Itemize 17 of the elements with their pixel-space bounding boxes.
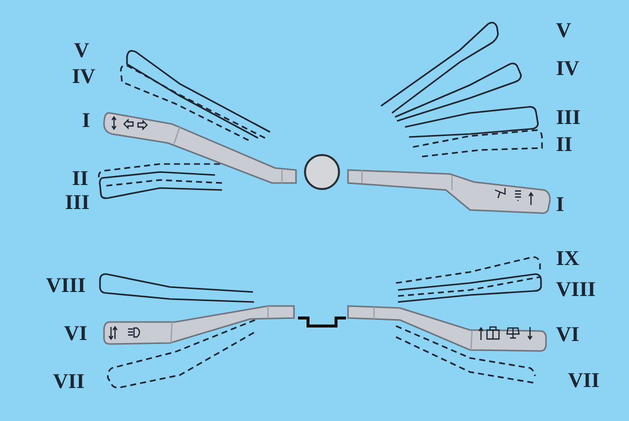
position-numeral: IV — [72, 66, 96, 87]
position-numeral: I — [82, 110, 90, 131]
position-numeral: I — [556, 194, 564, 215]
position-numeral: VIII — [556, 279, 596, 300]
position-numeral: VII — [53, 371, 85, 392]
position-numeral: VI — [64, 323, 88, 344]
position-numeral: VIII — [46, 275, 86, 296]
position-numeral: IX — [556, 248, 580, 269]
position-numeral: V — [74, 40, 90, 61]
position-numeral: III — [65, 192, 90, 213]
position-numeral: IV — [556, 58, 580, 79]
position-numeral: II — [72, 168, 88, 189]
position-numeral: VI — [556, 324, 580, 345]
position-numeral: III — [556, 107, 581, 128]
position-numeral: II — [556, 134, 572, 155]
position-numeral: V — [556, 20, 572, 41]
position-numeral: VII — [568, 370, 600, 391]
